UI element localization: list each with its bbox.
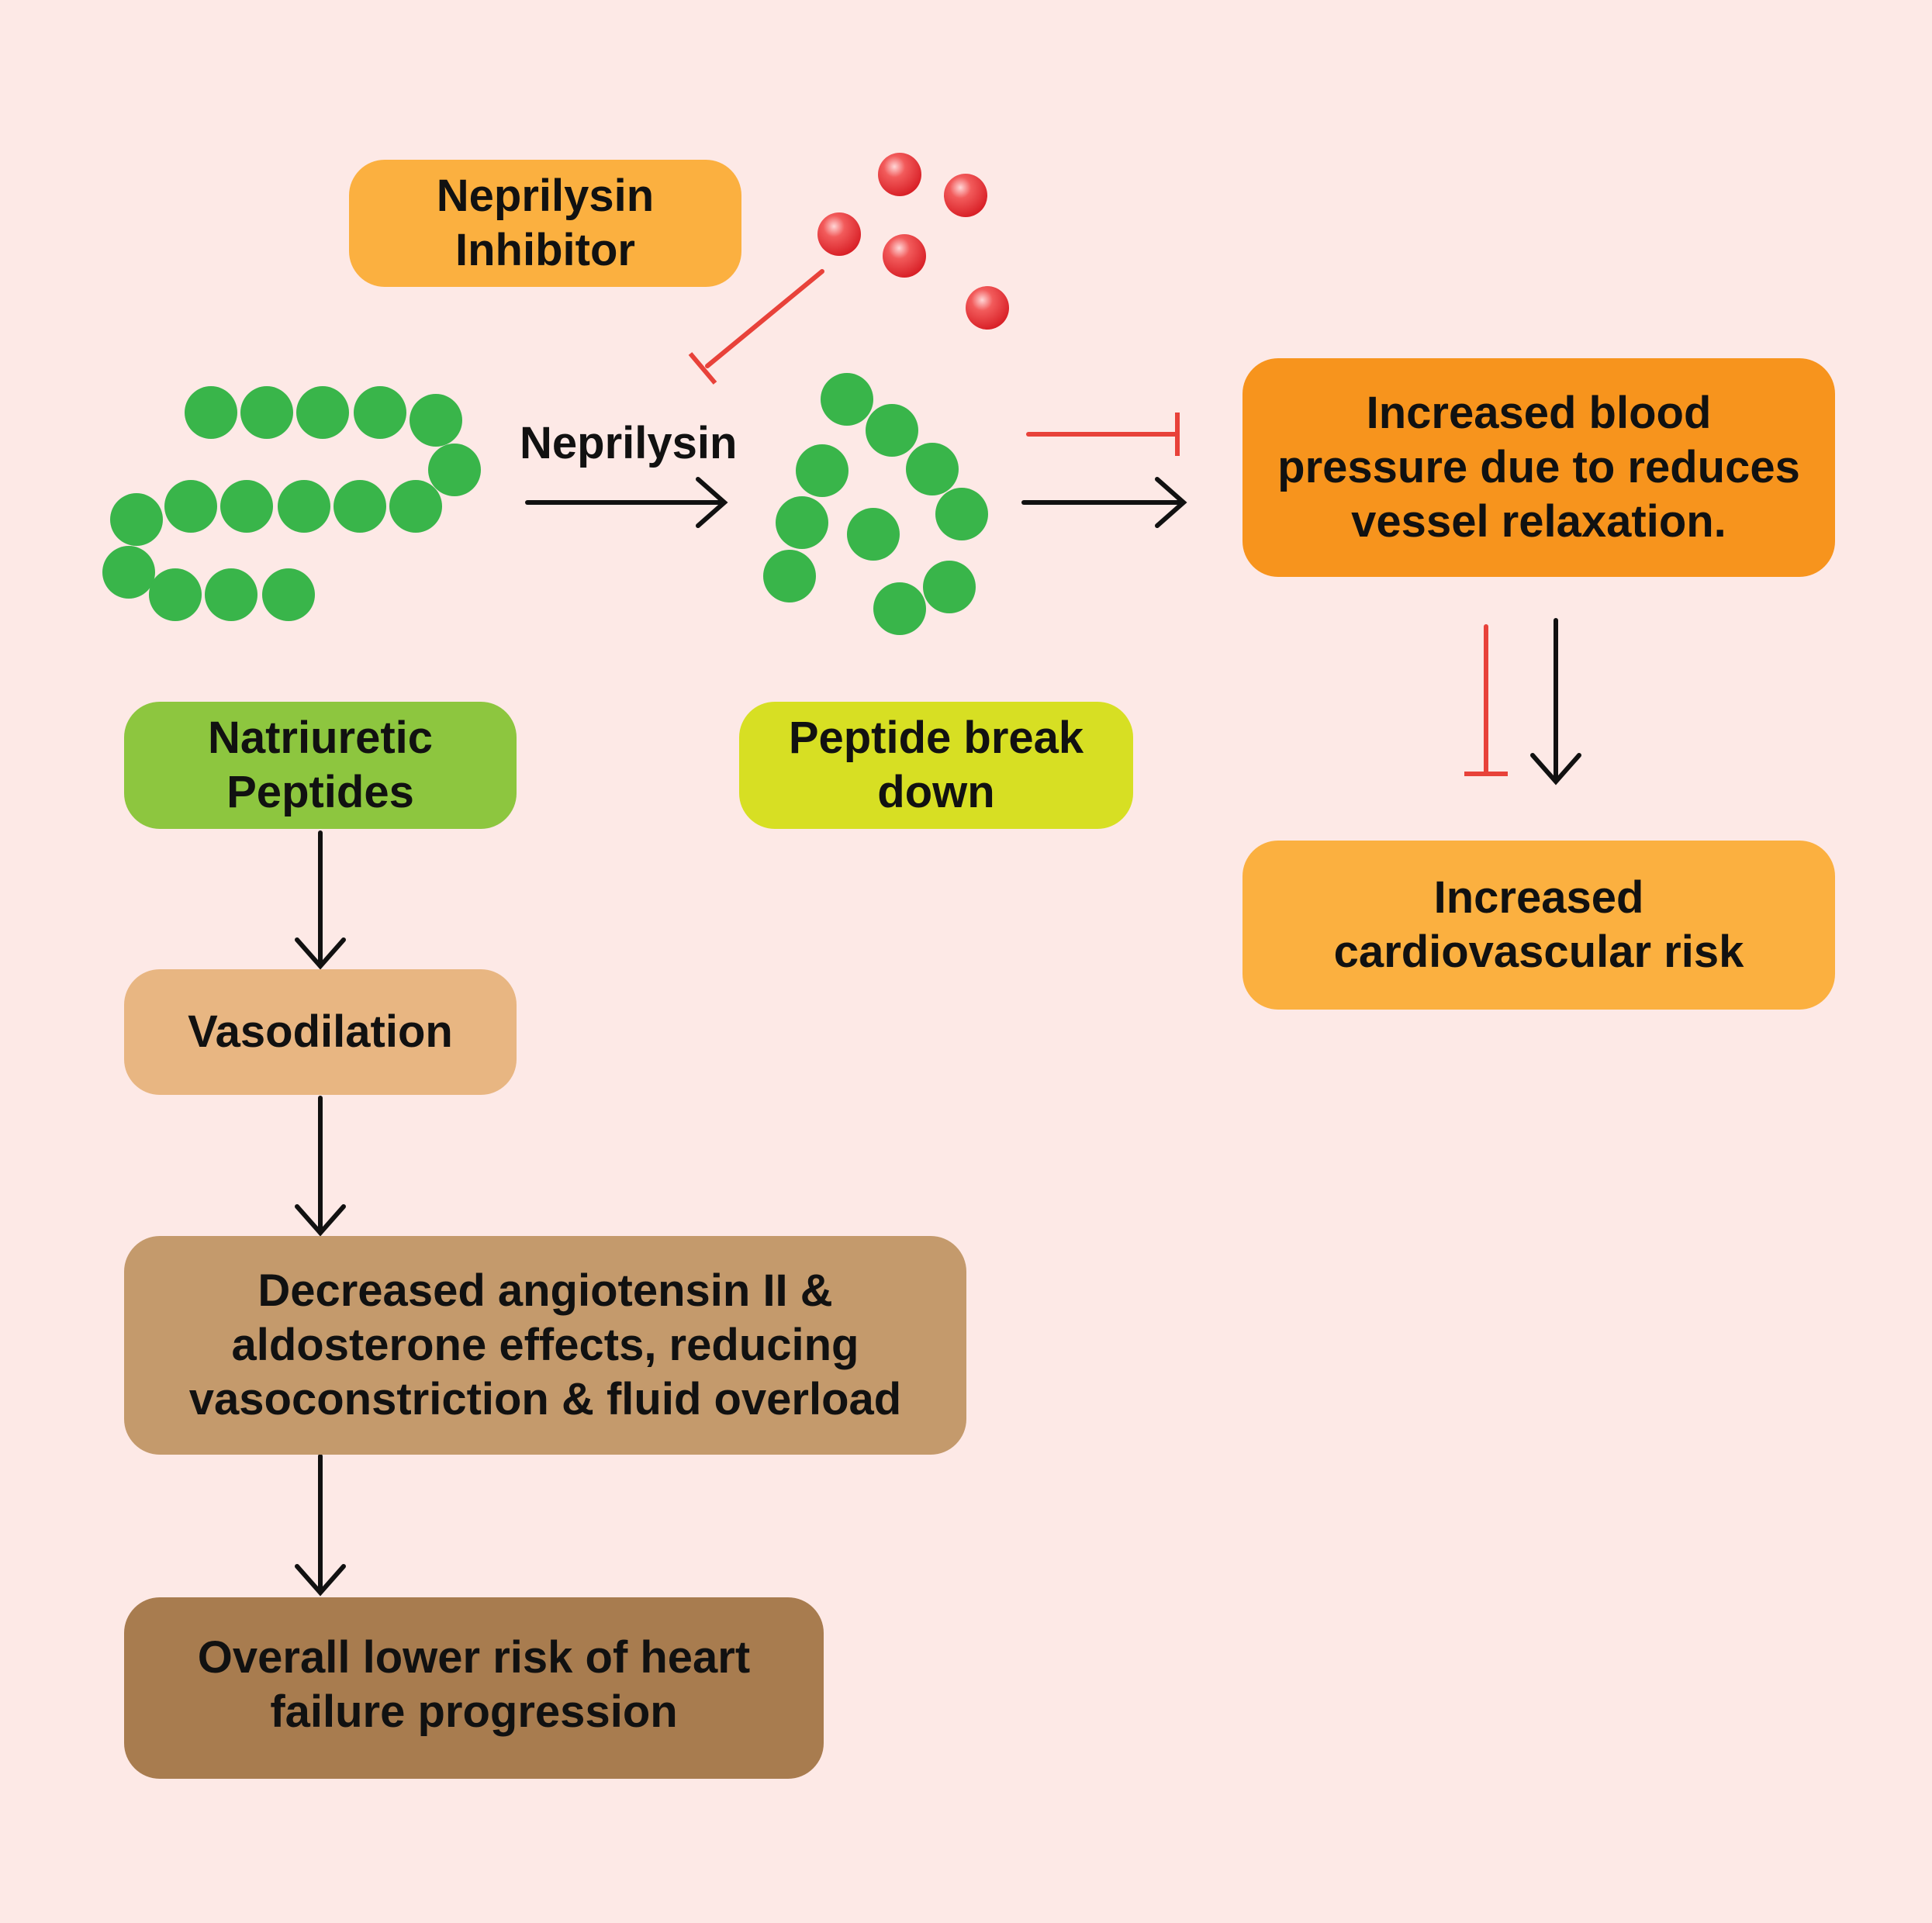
inhibitor-particles bbox=[817, 153, 1009, 330]
peptide-bead bbox=[428, 444, 481, 496]
peptide-fragment bbox=[763, 550, 816, 602]
peptide-fragment bbox=[906, 443, 959, 495]
node-line: Increased blood bbox=[1366, 388, 1712, 438]
peptide-fragment bbox=[935, 488, 988, 540]
node-line: Inhibitor bbox=[455, 225, 635, 275]
node-line: Peptides bbox=[226, 767, 414, 817]
arrow-to-blood-pressure bbox=[1021, 477, 1187, 528]
peptide-fragment bbox=[923, 561, 976, 613]
peptide-bead bbox=[296, 386, 349, 439]
neprilysin-arrow bbox=[525, 477, 728, 528]
heart-failure-box: Overall lower risk of heart failure prog… bbox=[124, 1597, 824, 1779]
node-line: pressure due to reduces bbox=[1277, 442, 1800, 492]
peptide-bead bbox=[389, 480, 442, 533]
node-line: Decreased angiotensin II & bbox=[257, 1265, 833, 1316]
peptide-chain bbox=[102, 386, 481, 621]
neprilysin-inhibitor-box: Neprilysin Inhibitor bbox=[349, 160, 741, 287]
peptide-fragment bbox=[866, 404, 918, 457]
peptide-bead bbox=[110, 493, 163, 546]
peptide-breakdown-box: Peptide break down bbox=[739, 702, 1133, 829]
peptide-bead bbox=[410, 394, 462, 447]
arrow-to-cv-risk bbox=[1530, 618, 1581, 785]
peptide-fragment bbox=[796, 444, 848, 497]
node-line: Neprilysin bbox=[436, 171, 655, 221]
blood-pressure-box: Increased blood pressure due to reduces … bbox=[1242, 358, 1835, 577]
peptide-bead bbox=[220, 480, 273, 533]
peptide-bead bbox=[354, 386, 406, 439]
vasodilation-box: Vasodilation bbox=[124, 969, 517, 1095]
peptide-fragments bbox=[763, 373, 988, 635]
node-line: aldosterone effects, reducing bbox=[231, 1320, 859, 1370]
inhibitor-particle bbox=[817, 212, 861, 256]
peptide-bead bbox=[262, 568, 315, 621]
peptide-fragment bbox=[821, 373, 873, 426]
peptide-bead bbox=[334, 480, 386, 533]
arrow-to-vasodilation bbox=[295, 830, 346, 970]
neprilysin-label: Neprilysin bbox=[520, 418, 738, 468]
peptide-fragment bbox=[776, 496, 828, 549]
peptide-bead bbox=[149, 568, 202, 621]
peptide-fragment bbox=[847, 508, 900, 561]
peptide-fragment bbox=[873, 582, 926, 635]
peptide-bead bbox=[185, 386, 237, 439]
arrow-to-heart-failure bbox=[295, 1454, 346, 1597]
cardiovascular-risk-box: Increased cardiovascular risk bbox=[1242, 841, 1835, 1010]
node-line: Overall lower risk of heart bbox=[197, 1632, 751, 1683]
peptide-bead bbox=[205, 568, 257, 621]
inhibitor-particle bbox=[966, 286, 1009, 330]
inhibitor-particle bbox=[878, 153, 921, 196]
angiotensin-box: Decreased angiotensin II & aldosterone e… bbox=[124, 1236, 966, 1455]
inhibition-arrow-blood-pressure bbox=[1026, 413, 1180, 456]
node-line: Increased bbox=[1433, 872, 1644, 923]
peptide-bead bbox=[278, 480, 330, 533]
node-line: cardiovascular risk bbox=[1333, 927, 1744, 977]
node-line: Natriuretic bbox=[207, 713, 434, 763]
peptide-bead bbox=[164, 480, 217, 533]
node-line: failure progression bbox=[270, 1687, 678, 1737]
peptide-bead bbox=[102, 546, 155, 599]
node-line: Peptide break bbox=[788, 713, 1084, 763]
arrow-to-angiotensin bbox=[295, 1096, 346, 1237]
node-line: vessel relaxation. bbox=[1351, 496, 1726, 547]
node-line: vasoconstriction & fluid overload bbox=[188, 1374, 902, 1424]
node-line: down bbox=[877, 767, 995, 817]
node-line: Vasodilation bbox=[188, 1006, 453, 1057]
inhibition-arrow-cv-risk bbox=[1464, 624, 1508, 776]
inhibition-arrow-inhibitor bbox=[688, 269, 824, 385]
natriuretic-peptides-box: Natriuretic Peptides bbox=[124, 702, 517, 829]
inhibitor-particle bbox=[944, 174, 987, 217]
peptide-bead bbox=[240, 386, 293, 439]
inhibitor-particle bbox=[883, 234, 926, 278]
